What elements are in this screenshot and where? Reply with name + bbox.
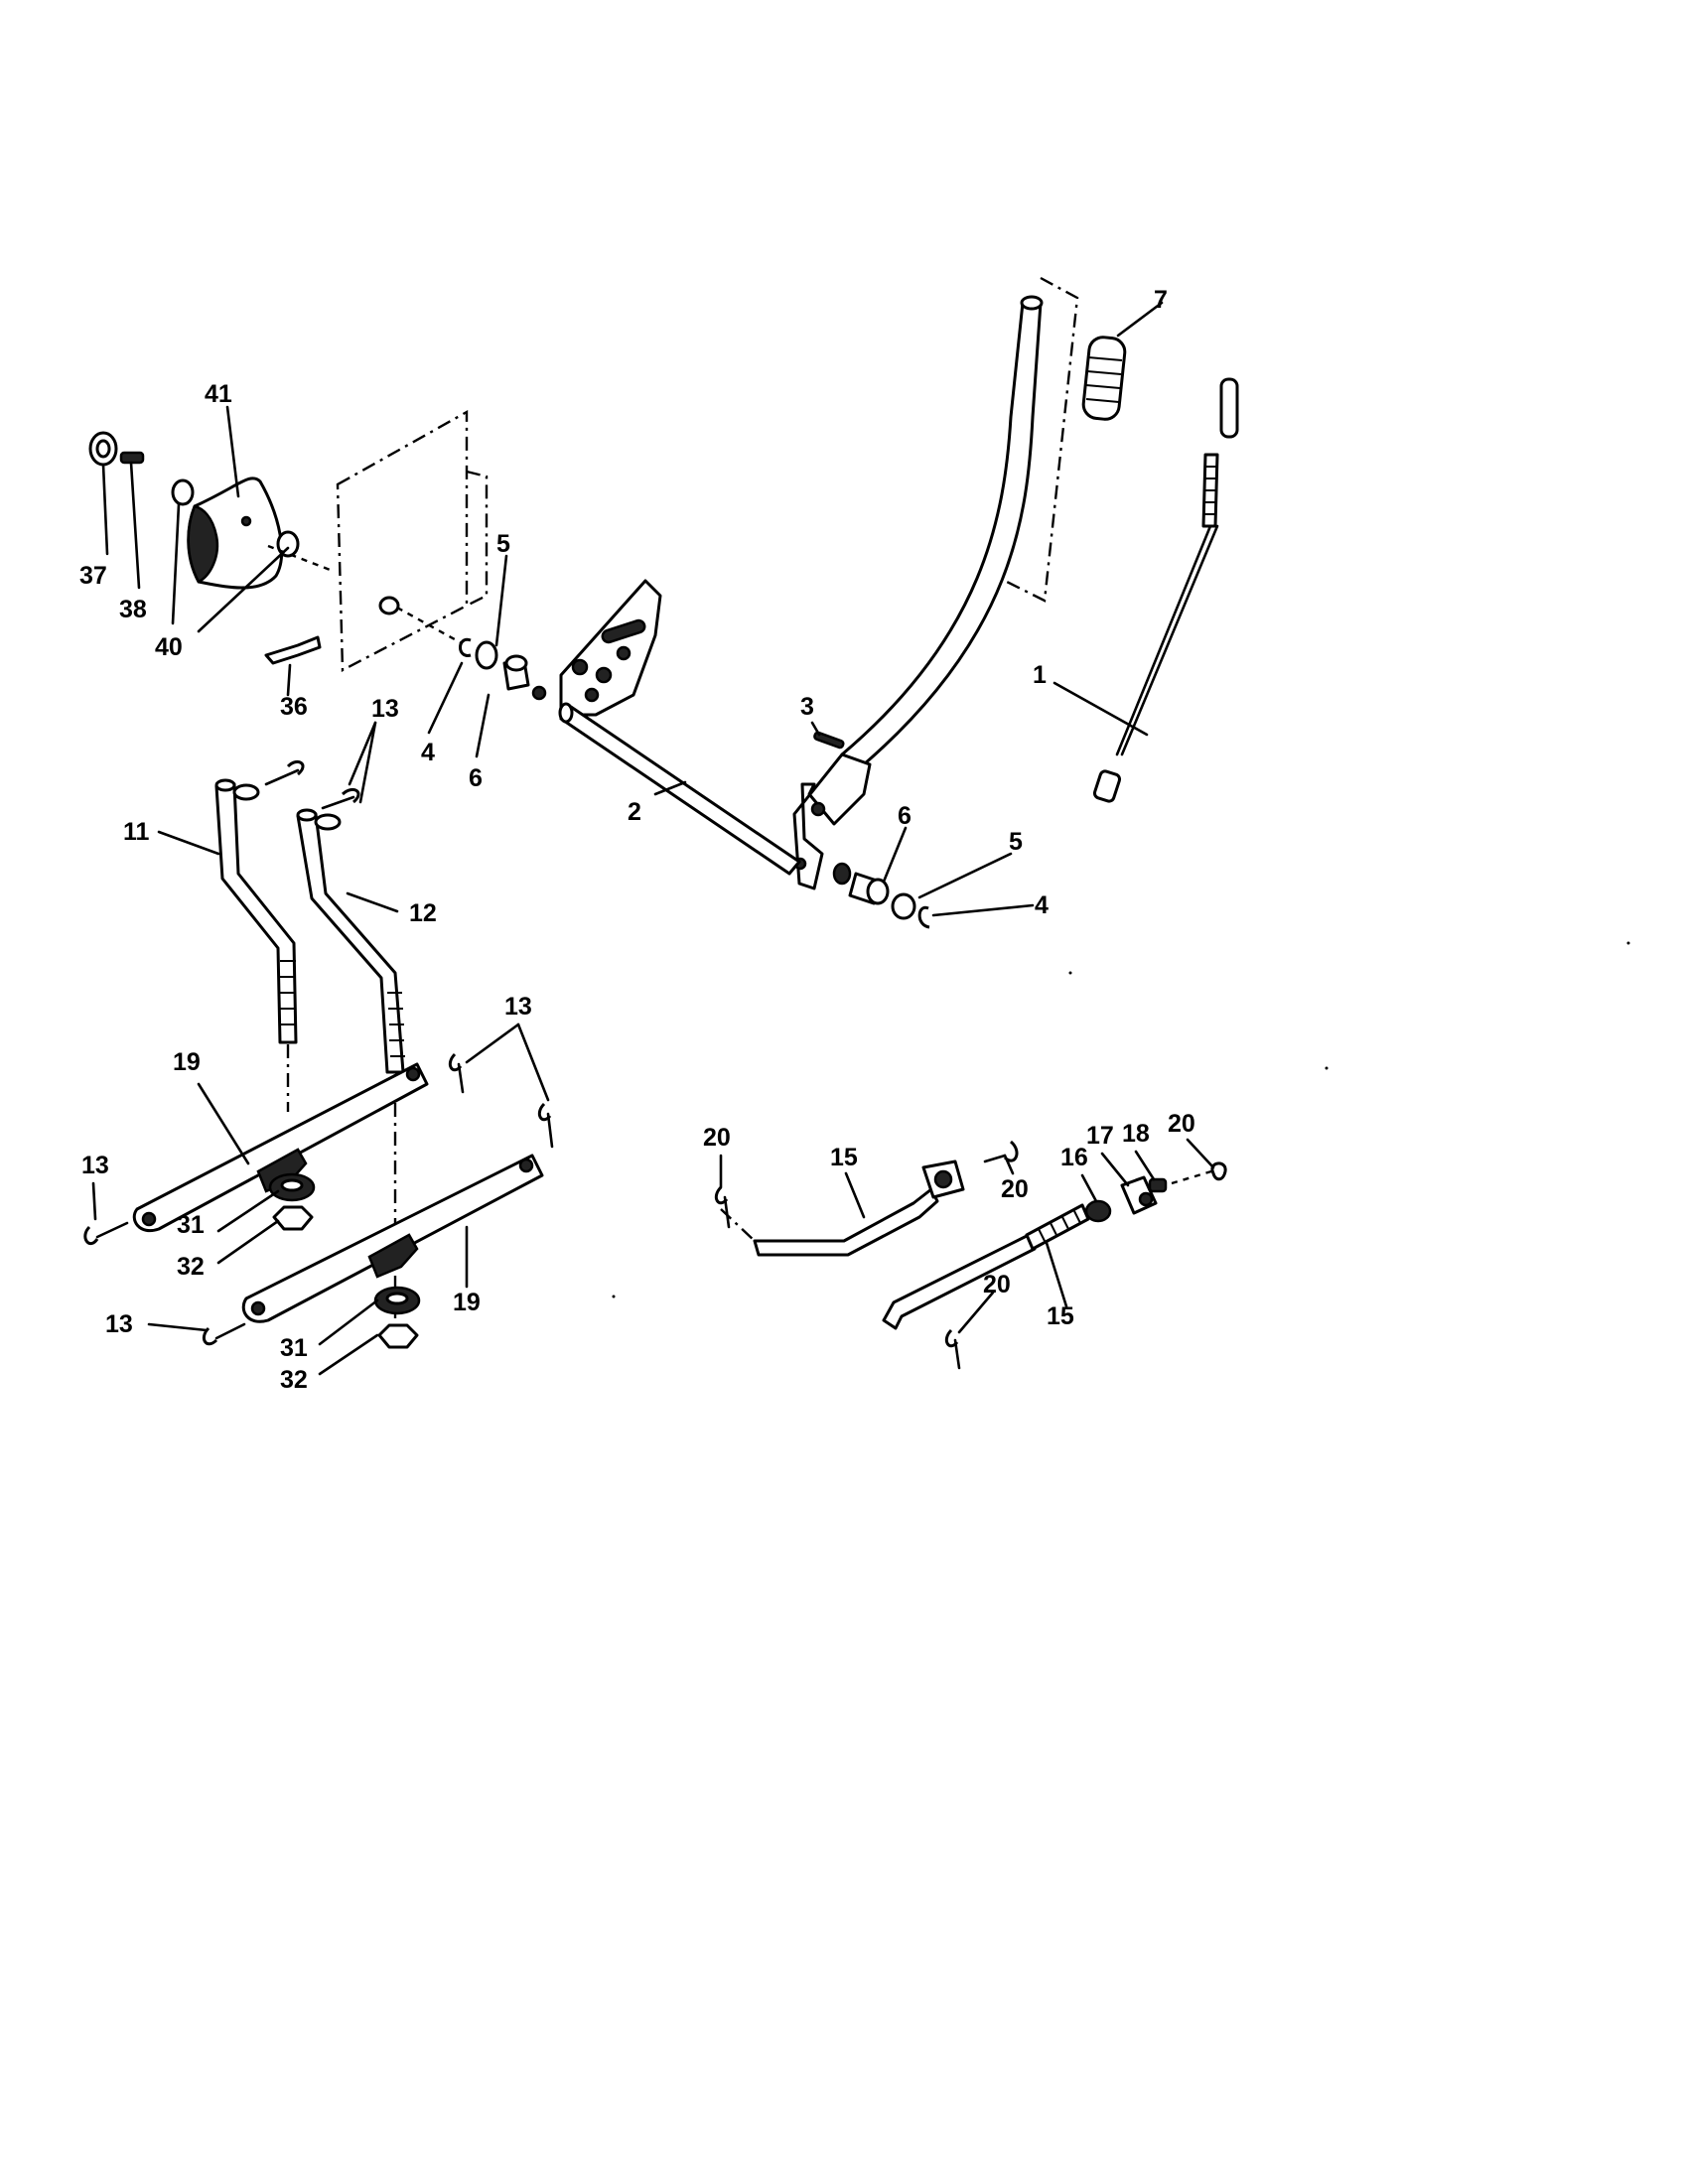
callout-13a: 13 bbox=[371, 695, 399, 723]
hairpin-clips-upper bbox=[264, 760, 360, 810]
callout-38: 38 bbox=[119, 596, 147, 623]
lift-arm-lower bbox=[241, 1154, 544, 1323]
right-shaft-hardware bbox=[832, 862, 930, 929]
panel-leader bbox=[396, 606, 463, 645]
callout-4b: 4 bbox=[1035, 891, 1049, 919]
callout-13c: 13 bbox=[81, 1152, 109, 1179]
callout-7: 7 bbox=[1154, 286, 1168, 314]
callout-18: 18 bbox=[1122, 1120, 1150, 1148]
callout-13b: 13 bbox=[504, 993, 532, 1021]
callout-36: 36 bbox=[280, 693, 308, 721]
callout-12: 12 bbox=[409, 899, 437, 927]
callout-15a: 15 bbox=[830, 1144, 858, 1171]
callout-19b: 19 bbox=[453, 1289, 481, 1316]
speck bbox=[1626, 941, 1630, 945]
callout-20b: 20 bbox=[1001, 1175, 1029, 1203]
callout-16: 16 bbox=[1060, 1144, 1088, 1171]
washer-31-lower bbox=[373, 1286, 421, 1315]
callout-40: 40 bbox=[155, 633, 183, 661]
lift-lever bbox=[792, 295, 1044, 890]
lever-extension-outline bbox=[1004, 276, 1079, 603]
callout-32b: 32 bbox=[280, 1366, 308, 1394]
callout-4a: 4 bbox=[421, 739, 435, 766]
nut-32-upper bbox=[272, 1205, 314, 1231]
speck bbox=[1068, 971, 1072, 975]
lift-link-12 bbox=[296, 808, 405, 1074]
callout-13d: 13 bbox=[105, 1310, 133, 1338]
frame-panel-edge bbox=[466, 470, 489, 608]
callout-11: 11 bbox=[123, 818, 150, 846]
callout-19a: 19 bbox=[173, 1048, 201, 1076]
callout-37: 37 bbox=[79, 562, 107, 590]
callout-6b: 6 bbox=[898, 802, 912, 830]
left-shaft-hardware bbox=[459, 637, 547, 701]
hand-grip bbox=[1081, 336, 1127, 421]
adjuster-hardware bbox=[1084, 1169, 1212, 1223]
frame-panel-outline bbox=[336, 409, 469, 672]
lift-rod bbox=[1092, 377, 1239, 803]
callout-labels: 7 1 41 37 38 40 36 5 4 6 2 3 6 5 4 13 11… bbox=[79, 286, 1195, 1394]
callout-2: 2 bbox=[628, 798, 641, 826]
hairpin-clips-20 bbox=[714, 1140, 1227, 1370]
callout-20c: 20 bbox=[1168, 1110, 1195, 1138]
callout-1: 1 bbox=[1033, 661, 1047, 689]
panel-hole bbox=[378, 596, 400, 615]
callout-5b: 5 bbox=[1009, 828, 1023, 856]
callout-15b: 15 bbox=[1047, 1302, 1074, 1330]
mounting-plate bbox=[559, 579, 662, 717]
deck-rod-15-upper bbox=[753, 1160, 965, 1257]
callout-20a: 20 bbox=[703, 1124, 731, 1152]
callout-41: 41 bbox=[205, 380, 232, 408]
speck bbox=[1325, 1066, 1329, 1070]
callout-5a: 5 bbox=[496, 530, 510, 558]
callout-6a: 6 bbox=[469, 764, 483, 792]
callout-31b: 31 bbox=[280, 1334, 308, 1362]
deck-rod-15-lower bbox=[882, 1203, 1090, 1330]
callout-3: 3 bbox=[800, 693, 814, 721]
speck bbox=[612, 1295, 616, 1298]
bracket-36 bbox=[264, 635, 322, 665]
nut-32-lower bbox=[377, 1323, 419, 1349]
callout-20d: 20 bbox=[983, 1271, 1011, 1298]
roll-pin bbox=[813, 731, 845, 750]
callout-31a: 31 bbox=[177, 1211, 205, 1239]
leader-lines bbox=[91, 301, 1215, 1376]
lift-arm-upper bbox=[132, 1062, 429, 1233]
lift-link-11 bbox=[214, 778, 298, 1044]
callout-32a: 32 bbox=[177, 1253, 205, 1281]
rocker-shaft bbox=[558, 702, 801, 876]
washer-31-upper bbox=[268, 1172, 316, 1202]
callout-17: 17 bbox=[1086, 1122, 1114, 1150]
adjustment-knob-assembly bbox=[88, 431, 300, 590]
